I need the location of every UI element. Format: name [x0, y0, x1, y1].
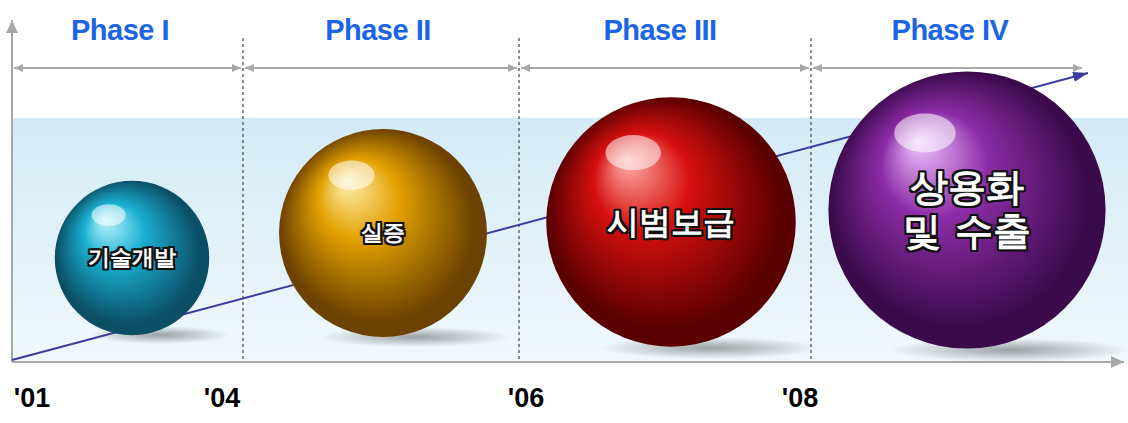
phase-divider	[810, 38, 811, 362]
phase-divider	[518, 38, 519, 362]
sphere-label: 상용화 및 수출	[897, 166, 1037, 253]
sphere-highlight	[328, 161, 374, 190]
year-label: '01	[14, 383, 50, 414]
sphere-label: 실증	[361, 220, 405, 245]
sphere-highlight	[894, 113, 956, 152]
sphere-text-group: 실증	[361, 220, 405, 245]
sphere-fill	[55, 181, 209, 335]
sphere-label: 시범보급	[607, 204, 735, 241]
sphere-highlight	[91, 204, 125, 226]
phase-sphere: 상용화 및 수출	[827, 70, 1107, 350]
phase-heading: Phase III	[603, 14, 716, 47]
phase-heading: Phase I	[71, 14, 169, 47]
phase-divider	[242, 38, 243, 362]
phase-span-arrow	[14, 67, 241, 69]
phase-span-arrow	[245, 67, 517, 69]
sphere-highlight	[605, 135, 660, 170]
year-label: '08	[782, 383, 818, 414]
sphere-fill	[828, 71, 1105, 348]
phase-heading: Phase II	[325, 14, 431, 47]
x-axis	[12, 361, 1124, 363]
phase-span-arrow	[521, 67, 809, 69]
sphere-fill	[546, 97, 795, 346]
year-label: '06	[508, 383, 544, 414]
sphere-text-group: 상용화 및 수출	[897, 166, 1037, 253]
sphere-text-group: 기술개발	[88, 245, 176, 270]
sphere-fill	[279, 129, 487, 337]
sphere-text-group: 시범보급	[607, 204, 735, 241]
y-axis	[11, 20, 13, 362]
phase-sphere: 시범보급	[545, 96, 797, 348]
phase-sphere: 실증	[278, 128, 488, 338]
phase-sphere: 기술개발	[54, 180, 210, 336]
year-label: '04	[204, 383, 240, 414]
phase-heading: Phase IV	[892, 14, 1009, 47]
sphere-label: 기술개발	[88, 245, 176, 270]
phase-span-arrow	[813, 67, 1082, 69]
